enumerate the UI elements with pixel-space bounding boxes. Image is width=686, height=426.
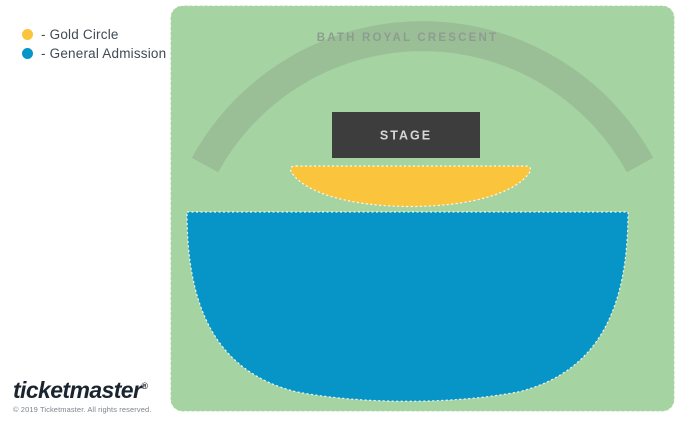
section-gold-circle[interactable] <box>290 165 531 208</box>
ticketmaster-logo-text: ticketmaster <box>13 377 142 403</box>
copyright-notice: © 2019 Ticketmaster. All rights reserved… <box>13 405 152 414</box>
legend: - Gold Circle - General Admission <box>22 25 166 63</box>
stage-label: STAGE <box>380 129 432 143</box>
legend-label-general-admission: - General Admission <box>41 45 167 61</box>
footer-branding: ticketmaster® © 2019 Ticketmaster. All r… <box>13 374 151 414</box>
general-admission-dot-icon <box>22 47 33 59</box>
venue-name-label: BATH ROYAL CRESCENT <box>317 32 499 44</box>
legend-item-gold-circle: - Gold Circle <box>22 25 166 43</box>
gold-circle-dot-icon <box>22 28 33 40</box>
legend-label-gold-circle: - Gold Circle <box>41 26 119 42</box>
venue-seatmap: BATH ROYAL CRESCENT STAGE <box>170 5 675 412</box>
ticketmaster-logo: ticketmaster® <box>13 374 151 402</box>
stage-block <box>332 112 480 158</box>
section-general-admission[interactable] <box>186 211 629 402</box>
registered-trademark-icon: ® <box>141 381 148 391</box>
legend-item-general-admission: - General Admission <box>22 44 166 62</box>
crescent-building-arc <box>191 21 654 173</box>
